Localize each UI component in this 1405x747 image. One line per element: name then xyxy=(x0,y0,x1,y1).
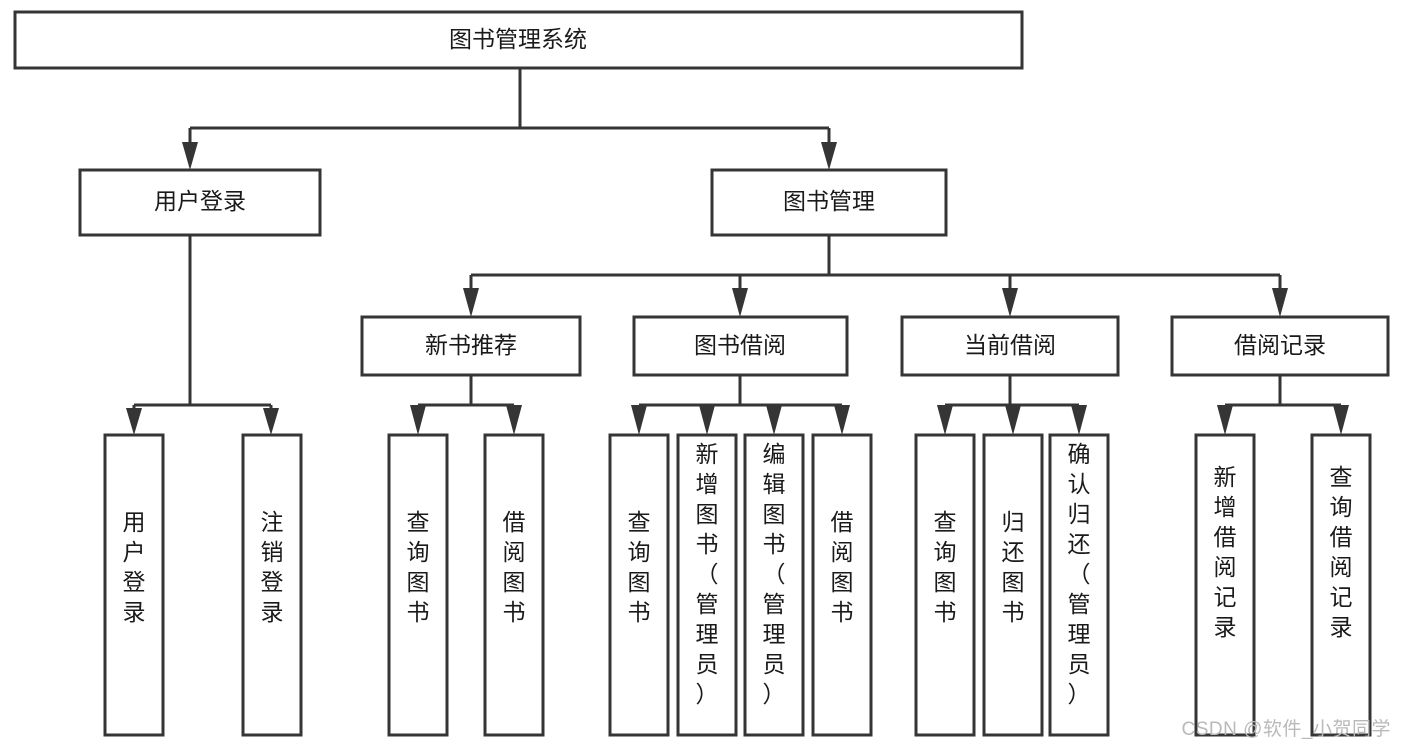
node-book-manage-box[interactable] xyxy=(710,168,948,237)
node-leaf-borrow-book-2[interactable]: 借阅图书 xyxy=(811,433,873,737)
node-leaf-user-login-box[interactable] xyxy=(103,433,165,737)
node-leaf-edit-book-box[interactable] xyxy=(743,433,805,737)
arrow-head-leaf-edit-book xyxy=(766,405,782,435)
node-leaf-add-book-box[interactable] xyxy=(676,433,738,737)
node-leaf-query-record-label: 查询借阅记录 xyxy=(1330,464,1353,640)
node-leaf-add-record-label: 新增借阅记录 xyxy=(1214,464,1237,640)
node-book-borrow-box[interactable] xyxy=(632,315,849,377)
node-leaf-add-record[interactable]: 新增借阅记录 xyxy=(1194,433,1256,737)
node-leaf-query-book-3-box[interactable] xyxy=(914,433,976,737)
arrow-head-leaf-borrow-book-2 xyxy=(834,405,850,435)
node-leaf-query-book-1-box[interactable] xyxy=(387,433,449,737)
arrow-head-leaf-query-record xyxy=(1333,405,1349,435)
node-leaf-confirm-return-label: 确认归还（管理员） xyxy=(1068,441,1091,707)
node-leaf-query-record-box[interactable] xyxy=(1310,433,1372,737)
node-leaf-return-book-label: 归还图书 xyxy=(1002,509,1025,625)
arrow-head-leaf-logout xyxy=(263,408,279,435)
node-leaf-logout[interactable]: 注销登录 xyxy=(241,433,303,737)
arrow-head-leaf-query-book-2 xyxy=(631,405,647,435)
node-leaf-borrow-book-2-label: 借阅图书 xyxy=(831,509,854,625)
node-leaf-query-book-1-label: 查询图书 xyxy=(407,509,430,625)
node-leaf-borrow-book-1-label: 借阅图书 xyxy=(503,509,526,625)
node-leaf-query-book-1[interactable]: 查询图书 xyxy=(387,433,449,737)
node-book-borrow-label: 图书借阅 xyxy=(694,332,786,358)
node-leaf-query-book-3-label: 查询图书 xyxy=(934,509,957,625)
node-leaf-user-login[interactable]: 用户登录 xyxy=(103,433,165,737)
node-root-box[interactable] xyxy=(13,10,1024,70)
node-root[interactable]: 图书管理系统 xyxy=(13,10,1024,70)
node-user-login-box[interactable] xyxy=(78,168,322,237)
arrow-head-leaf-return-book xyxy=(1005,405,1021,435)
arrow-head-user-login xyxy=(182,142,198,170)
node-leaf-logout-label: 注销登录 xyxy=(261,509,284,625)
arrow-head-book-manage xyxy=(821,142,837,170)
arrow-head-current-borrow xyxy=(1002,288,1018,317)
node-book-borrow[interactable]: 图书借阅 xyxy=(632,315,849,377)
arrow-head-leaf-query-book-3 xyxy=(937,405,953,435)
node-leaf-borrow-book-1[interactable]: 借阅图书 xyxy=(483,433,545,737)
node-user-login-label: 用户登录 xyxy=(154,188,246,214)
node-leaf-query-book-2-label: 查询图书 xyxy=(628,509,651,625)
arrow-head-leaf-add-record xyxy=(1217,405,1233,435)
node-leaf-add-book-label: 新增图书（管理员） xyxy=(696,441,719,707)
arrow-head-book-borrow xyxy=(732,288,748,317)
arrow-head-leaf-add-book xyxy=(699,405,715,435)
arrow-head-leaf-borrow-book-1 xyxy=(506,405,522,435)
node-leaf-logout-box[interactable] xyxy=(241,433,303,737)
node-book-manage-label: 图书管理 xyxy=(783,188,875,214)
node-leaf-query-book-3[interactable]: 查询图书 xyxy=(914,433,976,737)
node-current-borrow-label: 当前借阅 xyxy=(964,332,1056,358)
node-leaf-query-record[interactable]: 查询借阅记录 xyxy=(1310,433,1372,737)
node-leaf-confirm-return-box[interactable] xyxy=(1048,433,1110,737)
node-leaf-add-book[interactable]: 新增图书（管理员） xyxy=(676,433,738,737)
node-leaf-edit-book[interactable]: 编辑图书（管理员） xyxy=(743,433,805,737)
node-leaf-query-book-2-box[interactable] xyxy=(608,433,670,737)
node-book-manage[interactable]: 图书管理 xyxy=(710,168,948,237)
node-current-borrow[interactable]: 当前借阅 xyxy=(900,315,1120,377)
node-leaf-borrow-book-2-box[interactable] xyxy=(811,433,873,737)
node-user-login[interactable]: 用户登录 xyxy=(78,168,322,237)
arrow-head-leaf-confirm-return xyxy=(1071,405,1087,435)
node-current-borrow-box[interactable] xyxy=(900,315,1120,377)
node-borrow-record[interactable]: 借阅记录 xyxy=(1170,315,1390,377)
node-leaf-confirm-return[interactable]: 确认归还（管理员） xyxy=(1048,433,1110,737)
node-leaf-query-book-2[interactable]: 查询图书 xyxy=(608,433,670,737)
arrow-head-borrow-record xyxy=(1272,288,1288,317)
arrow-head-new-book-rec xyxy=(463,288,479,317)
node-root-label: 图书管理系统 xyxy=(449,26,587,52)
node-new-book-rec-box[interactable] xyxy=(360,315,582,377)
node-new-book-rec-label: 新书推荐 xyxy=(425,332,517,358)
node-leaf-edit-book-label: 编辑图书（管理员） xyxy=(763,441,786,707)
node-leaf-add-record-box[interactable] xyxy=(1194,433,1256,737)
arrow-head-leaf-user-login xyxy=(126,408,142,435)
node-leaf-return-book[interactable]: 归还图书 xyxy=(982,433,1044,737)
connector-layer xyxy=(126,68,1349,435)
node-new-book-rec[interactable]: 新书推荐 xyxy=(360,315,582,377)
arrow-head-leaf-query-book-1 xyxy=(410,405,426,435)
node-borrow-record-box[interactable] xyxy=(1170,315,1390,377)
node-leaf-return-book-box[interactable] xyxy=(982,433,1044,737)
node-leaf-user-login-label: 用户登录 xyxy=(123,509,146,625)
node-borrow-record-label: 借阅记录 xyxy=(1234,332,1326,358)
node-leaf-borrow-book-1-box[interactable] xyxy=(483,433,545,737)
